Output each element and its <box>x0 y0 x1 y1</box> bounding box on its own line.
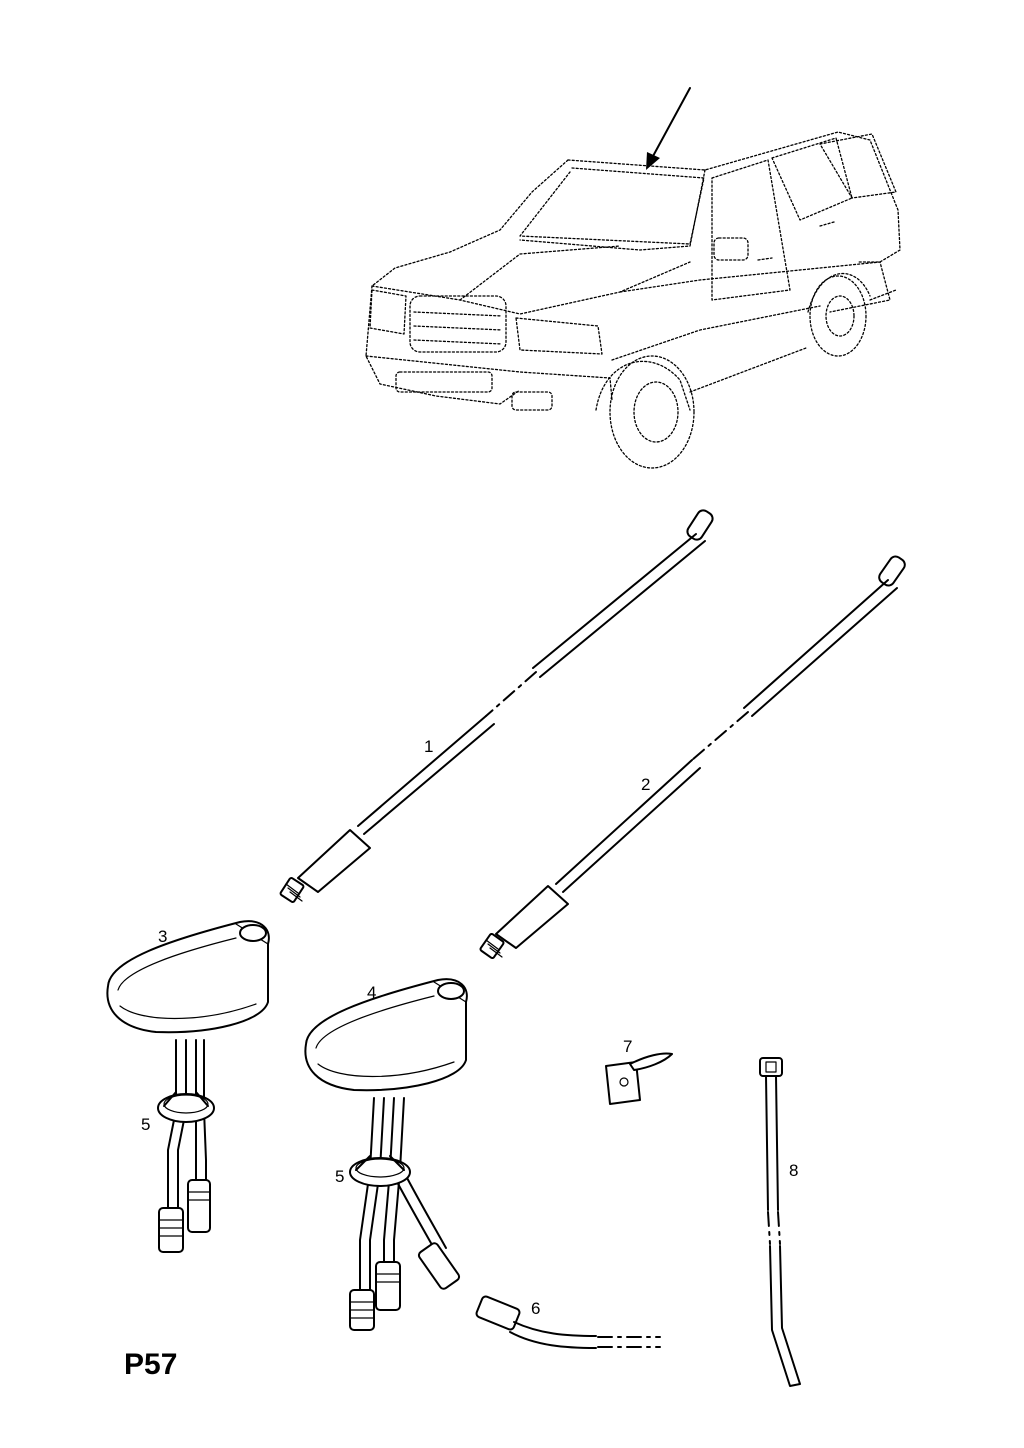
vehicle-illustration <box>365 87 901 469</box>
callout-4: 4 <box>367 983 376 1002</box>
part-1-antenna-mast <box>279 509 714 903</box>
part-2-antenna-mast <box>479 555 906 959</box>
callout-6: 6 <box>531 1299 540 1318</box>
part-5-grommet-left <box>157 1091 215 1123</box>
part-4-antenna-base <box>304 978 468 1291</box>
part-5-grommet-middle <box>349 1155 411 1187</box>
part-3-antenna-base <box>106 920 270 1209</box>
callout-5-left: 5 <box>141 1115 150 1134</box>
connectors-middle <box>349 1242 461 1331</box>
part-6-cable <box>475 1295 661 1349</box>
connectors-left <box>158 1179 211 1253</box>
callout-1: 1 <box>424 737 433 756</box>
callout-7: 7 <box>623 1037 632 1056</box>
part-7-clip <box>605 1052 673 1105</box>
callout-3: 3 <box>158 927 167 946</box>
part-8-cable-tie <box>759 1057 801 1387</box>
callout-5-middle: 5 <box>335 1167 344 1186</box>
callout-2: 2 <box>641 775 650 794</box>
page-code: P57 <box>124 1348 177 1381</box>
callout-labels: 1 2 3 4 5 5 6 7 8 <box>141 737 798 1318</box>
callout-8: 8 <box>789 1161 798 1180</box>
